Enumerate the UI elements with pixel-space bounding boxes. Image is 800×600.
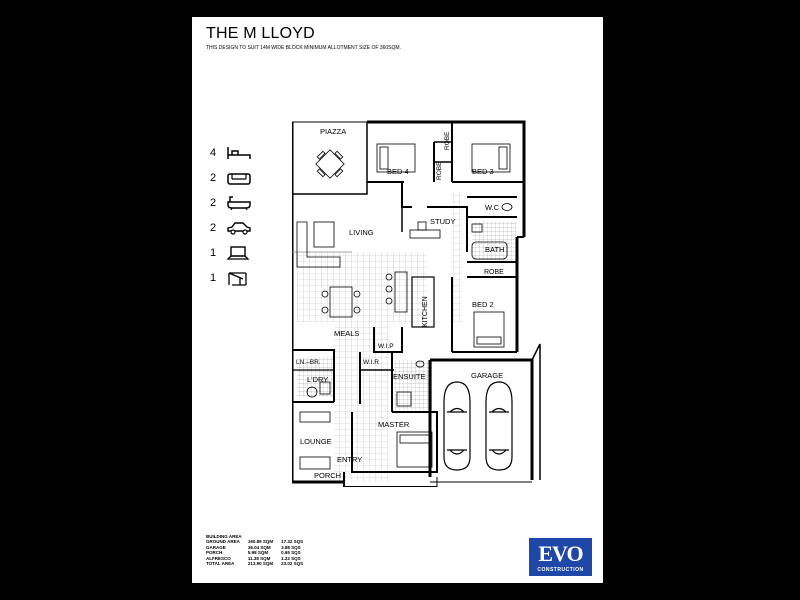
- area-sqs: 23.02 SQS: [281, 561, 304, 567]
- plan-title: THE M LLOYD: [206, 25, 315, 42]
- room-label-study: STUDY: [430, 217, 455, 226]
- feature-count: 4: [210, 147, 217, 159]
- feature-count: 1: [210, 247, 217, 259]
- room-label-laundry: L'DRY: [307, 375, 328, 384]
- tiled-floor: [297, 192, 517, 482]
- table-row: ALFRESCO 11.38 SQM 1.22 SQS: [206, 556, 311, 562]
- floor-plan: PIAZZA BED 4 ROBE ROBE BED 3 W.C LIVING …: [292, 120, 541, 487]
- alfresco-icon: [228, 272, 247, 286]
- area-sqm: 5.98 SQM: [247, 550, 269, 556]
- sofa-icon: [227, 173, 251, 185]
- area-sqs: 17.32 SQS: [281, 539, 304, 544]
- room-label-piazza: PIAZZA: [320, 127, 346, 136]
- building-area-title: BUILDING AREA: [206, 534, 242, 539]
- logo-mark: EVO: [538, 541, 583, 566]
- room-label-bed4: BED 4: [387, 167, 409, 176]
- walls: [292, 120, 541, 487]
- room-label-porch: PORCH: [314, 471, 341, 480]
- area-sqm: 160.89 SQM: [247, 539, 274, 544]
- area-sqs: 1.22 SQS: [281, 555, 301, 561]
- area-name: GARAGE: [206, 544, 226, 550]
- room-label-garage: GARAGE: [471, 371, 503, 380]
- feature-count: 2: [210, 222, 217, 234]
- logo-subtitle: CONSTRUCTION: [537, 567, 584, 573]
- room-label-lounge: LOUNGE: [300, 437, 332, 446]
- area-name: GROUND AREA: [206, 539, 240, 544]
- room-label-living: LIVING: [349, 228, 374, 237]
- room-label-wc: W.C: [485, 203, 500, 212]
- feature-study: 1: [210, 246, 270, 265]
- room-label-meals: MEALS: [334, 329, 359, 338]
- room-label-robe: ROBE: [484, 269, 504, 276]
- feature-bathrooms: 2: [210, 196, 270, 215]
- room-labels: PIAZZA BED 4 ROBE ROBE BED 3 W.C LIVING …: [296, 127, 504, 480]
- area-sqm: 36.04 SQM: [247, 544, 271, 550]
- room-label-ensuite: ENSUITE: [393, 372, 426, 381]
- feature-bedrooms: 4: [210, 147, 270, 165]
- room-label-wip: W.I.P: [378, 343, 394, 350]
- area-sqs: 0.65 SQS: [281, 550, 301, 556]
- feature-count: 2: [210, 172, 217, 184]
- feature-living: 2: [210, 172, 270, 190]
- room-label-wir: W.I.R: [363, 359, 379, 366]
- feature-count: 1: [210, 272, 217, 284]
- area-name: TOTAL AREA: [206, 561, 235, 567]
- room-label-bed2: BED 2: [472, 300, 494, 309]
- car-icon: [227, 222, 251, 235]
- furniture: [296, 143, 513, 470]
- feature-alfresco: 1: [210, 272, 270, 290]
- room-label-robe: ROBE: [436, 161, 443, 180]
- feature-garage: 2: [210, 222, 270, 240]
- laptop-icon: [226, 246, 250, 260]
- floor-plan-sheet: THE M LLOYD THIS DESIGN TO SUIT 14M WIDE…: [190, 15, 605, 585]
- area-name: PORCH: [206, 550, 223, 556]
- plan-subtitle: THIS DESIGN TO SUIT 14M WIDE BLOCK MINIM…: [206, 45, 401, 51]
- car-icon: [443, 381, 513, 471]
- feature-count: 2: [210, 197, 217, 209]
- table-row: GROUND AREA 160.89 SQM 17.32 SQS: [206, 539, 311, 545]
- building-area-table: GROUND AREA 160.89 SQM 17.32 SQS GARAGE 36.…: [206, 539, 311, 567]
- company-logo: EVO CONSTRUCTION: [529, 538, 592, 576]
- room-label-robe: ROBE: [444, 131, 451, 150]
- room-label-bath: BATH: [485, 245, 504, 254]
- table-row: TOTAL AREA 213.90 SQM 23.02 SQS: [206, 561, 311, 567]
- area-name: ALFRESCO: [206, 555, 231, 561]
- bed-icon: [227, 147, 251, 159]
- piazza-table: [315, 149, 345, 179]
- room-label-master: MASTER: [378, 420, 410, 429]
- room-label-entry: ENTRY: [337, 455, 362, 464]
- area-sqm: 11.38 SQM: [247, 555, 271, 561]
- room-label-kitchen: KITCHEN: [422, 296, 429, 327]
- room-label-linen-broom: LN.–BR.: [296, 359, 321, 366]
- table-row: GARAGE 36.04 SQM 3.88 SQS: [206, 545, 311, 551]
- area-sqm: 213.90 SQM: [247, 561, 274, 567]
- area-sqs: 3.88 SQS: [281, 544, 301, 550]
- table-row: PORCH 5.98 SQM 0.65 SQS: [206, 550, 311, 556]
- room-label-bed3: BED 3: [472, 167, 494, 176]
- bathtub-icon: [227, 196, 251, 211]
